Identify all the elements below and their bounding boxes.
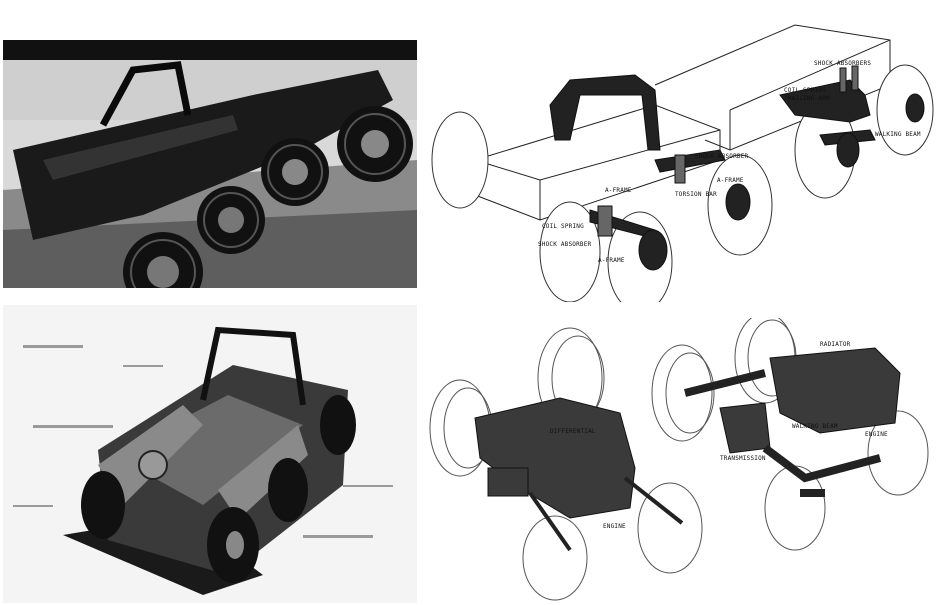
label-engine-right: ENGINE [865,431,888,438]
fender [218,425,308,520]
label-radiator: RADIATOR [820,341,851,348]
axle [528,476,684,552]
suspension-arms [549,74,925,271]
label-shock-absorbers: SHOCK ABSORBERS [814,60,871,67]
radiator-block [769,347,901,434]
label-a-frame-bottom: A-FRAME [598,257,625,264]
drivetrain-diagram-svg: RADIATOR WALKING BEAM ENGINE ENGINE DIFF… [429,318,929,601]
vehicle-photo-front [3,305,417,603]
wheel [197,186,265,254]
vehicle-hull [13,70,393,240]
wheel [268,458,308,522]
label-a-frame-left: A-FRAME [605,187,632,194]
label-trailing-arm: TRAILING ARM [784,95,830,102]
roll-bar [99,61,192,127]
label-engine-left: ENGINE [603,523,626,530]
label-coil-spring-top: COIL SPRING [784,87,826,94]
vehicle-photo-side [3,40,417,288]
label-a-frame-mid: A-FRAME [717,177,744,184]
treeline [3,40,417,60]
vehicle-photo-front-image [3,305,417,603]
engine-block [474,397,636,519]
label-coil-spring-left: COIL SPRING [542,223,584,230]
label-transmission: TRANSMISSION [720,455,766,462]
wheel [320,395,356,455]
wheel [337,106,413,182]
coil-spring [597,65,859,237]
label-walking-beam: WALKING BEAM [875,131,921,138]
wheel [261,138,329,206]
suspension-diagram-svg: SHOCK ABSORBERS COIL SPRING TRAILING ARM… [431,24,934,302]
suspension-diagram: SHOCK ABSORBERS COIL SPRING TRAILING ARM… [420,10,948,302]
label-shock-absorber-mid: SHOCK ABSORBER [695,153,749,160]
wheel [207,507,259,583]
label-walking-beam: WALKING BEAM [792,423,838,430]
grille [138,450,168,480]
wheel [81,471,125,539]
label-shock-absorber-left: SHOCK ABSORBER [538,241,592,248]
transmission-block [719,402,771,454]
vehicle-photo-side-image [3,40,417,288]
label-torsion-bar: TORSION BAR [675,191,717,198]
walking-beam [684,369,882,497]
ground-texture [13,345,393,538]
drivetrain-diagram: RADIATOR WALKING BEAM ENGINE ENGINE DIFF… [420,318,948,603]
label-differential: DIFFERENTIAL [550,428,596,435]
roll-bar [200,326,306,406]
